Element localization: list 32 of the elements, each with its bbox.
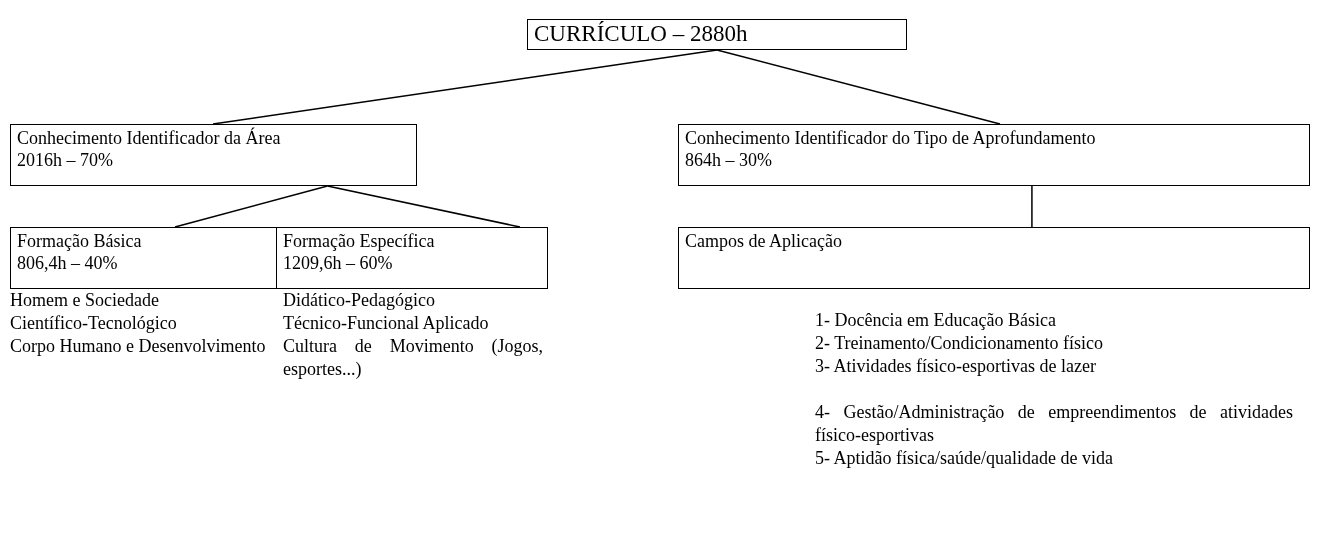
box-heading: Campos de Aplicação	[685, 230, 842, 252]
connector-line	[174, 185, 329, 228]
text-box	[276, 227, 548, 289]
list-item: Técnico-Funcional Aplicado	[283, 312, 490, 335]
list-item: Corpo Humano e Desenvolvimento	[10, 335, 267, 358]
list-item: Científico-Tecnológico	[10, 312, 178, 335]
connector-line	[1031, 185, 1033, 228]
list-item: 3- Atividades físico-esportivas de lazer	[815, 355, 1097, 378]
text-box	[527, 19, 907, 50]
box-heading: Formação Básica	[17, 230, 142, 252]
box-heading: Conhecimento Identificador do Tipo de Aprofundamento	[685, 127, 1096, 149]
list-item: 2- Treinamento/Condicionamento físico	[815, 332, 1104, 355]
hours-text: 2016h – 70%	[17, 149, 113, 171]
connector-line	[212, 49, 718, 125]
list-item: Didático-Pedagógico	[283, 289, 436, 312]
text-box	[10, 124, 417, 186]
text-box	[10, 227, 277, 289]
list-item: 4- Gestão/Administração de empreendimentos de atividades físico-esportivas	[815, 401, 1293, 447]
connector-line	[326, 185, 521, 228]
connector-line	[716, 49, 1001, 125]
box-heading: Formação Específica	[283, 230, 435, 252]
text-box	[678, 124, 1310, 186]
box-heading: Conhecimento Identificador da Área	[17, 127, 281, 149]
list-item: Cultura de Movimento (Jogos, esportes...)	[283, 335, 543, 381]
hours-text: 1209,6h – 60%	[283, 252, 393, 274]
list-item: 5- Aptidão física/saúde/qualidade de vida	[815, 447, 1114, 470]
hours-text: 864h – 30%	[685, 149, 772, 171]
text-box	[678, 227, 1310, 289]
list-item: 1- Docência em Educação Básica	[815, 309, 1057, 332]
list-item: Homem e Sociedade	[10, 289, 160, 312]
box-heading: CURRÍCULO – 2880h	[534, 21, 748, 47]
hours-text: 806,4h – 40%	[17, 252, 118, 274]
